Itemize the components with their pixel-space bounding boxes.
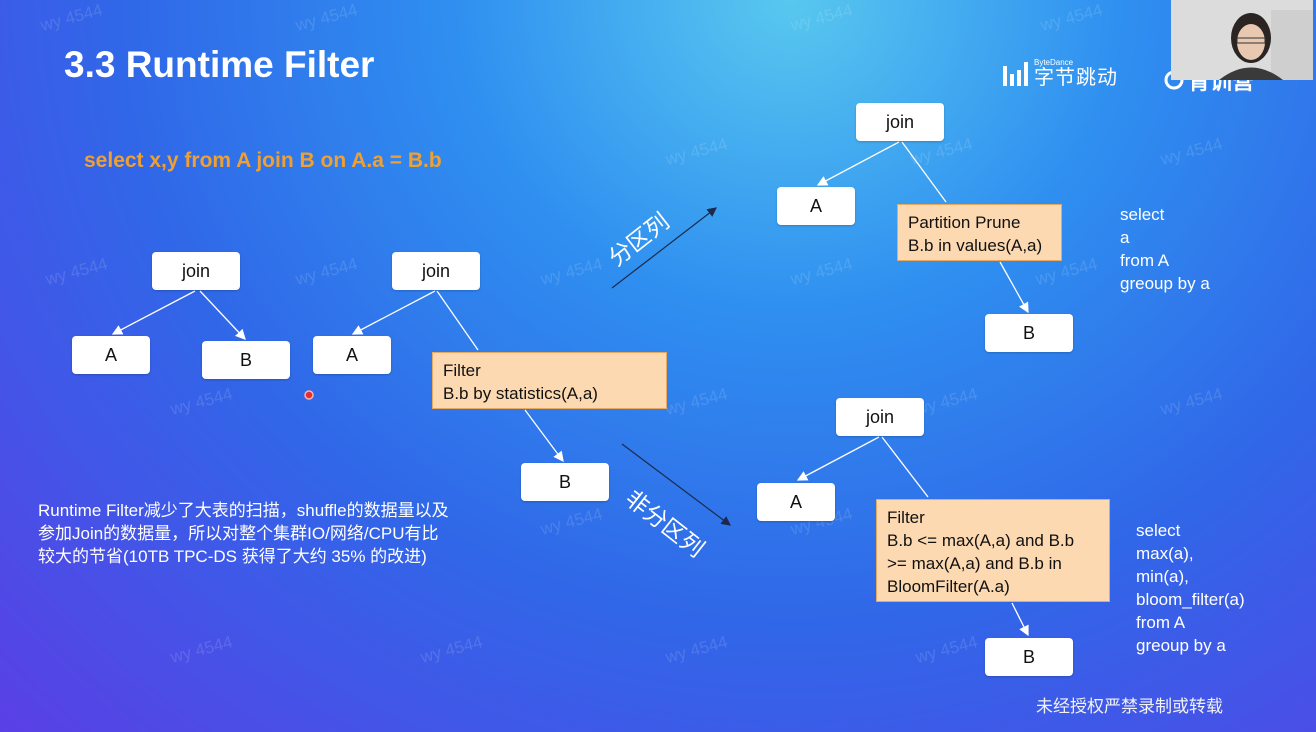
tree4-join-node: join — [836, 398, 924, 436]
tree1-join-node: join — [152, 252, 240, 290]
agg-line: a — [1120, 228, 1130, 247]
tree3-join-node: join — [856, 103, 944, 141]
tree2-right-node: B — [521, 463, 609, 501]
sql-query: select x,y from A join B on A.a = B.b — [84, 149, 442, 172]
agg-line: max(a), — [1136, 544, 1194, 563]
tree4-right-node: B — [985, 638, 1073, 676]
filter-line: >= max(A,a) and B.b in — [887, 554, 1062, 573]
logo-small-text: ByteDance — [1034, 58, 1074, 67]
bytedance-bars-icon — [1003, 61, 1028, 86]
copyright-notice: 未经授权严禁录制或转载 — [1036, 697, 1223, 716]
tree4-filter-box: Filter B.b <= max(A,a) and B.b >= max(A,… — [876, 499, 1110, 602]
bytedance-logo: ByteDance 字节跳动 — [1003, 58, 1118, 89]
tree2-join-node: join — [392, 252, 480, 290]
agg-sql-bottom: select max(a), min(a), bloom_filter(a) f… — [1136, 519, 1245, 657]
filter-line: Partition Prune — [908, 213, 1021, 232]
tree2-filter-box: Filter B.b by statistics(A,a) — [432, 352, 667, 409]
agg-line: min(a), — [1136, 567, 1189, 586]
filter-line: B.b by statistics(A,a) — [443, 384, 598, 403]
tree1-left-node: A — [72, 336, 150, 374]
agg-line: from A — [1120, 251, 1170, 270]
tree4-left-node: A — [757, 483, 835, 521]
filter-line: Filter — [443, 361, 481, 380]
agg-sql-top: select a from A greoup by a — [1120, 203, 1210, 295]
agg-line: greoup by a — [1120, 274, 1210, 293]
webcam-overlay — [1171, 0, 1313, 80]
filter-line: BloomFilter(A.a) — [887, 577, 1010, 596]
agg-line: select — [1136, 521, 1181, 540]
logo-big-text: 字节跳动 — [1034, 67, 1118, 89]
tree2-left-node: A — [313, 336, 391, 374]
slide-title: 3.3 Runtime Filter — [64, 44, 375, 85]
description-note: Runtime Filter减少了大表的扫描，shuffle的数据量以及 参加J… — [38, 499, 508, 568]
agg-line: from A — [1136, 613, 1186, 632]
note-line: 参加Join的数据量，所以对整个集群IO/网络/CPU有比 — [38, 524, 439, 543]
tree3-partition-prune-box: Partition Prune B.b in values(A,a) — [897, 204, 1062, 261]
presenter-avatar-icon — [1171, 0, 1313, 80]
filter-line: B.b in values(A,a) — [908, 236, 1043, 255]
filter-line: Filter — [887, 508, 925, 527]
filter-line: B.b <= max(A,a) and B.b — [887, 531, 1075, 550]
tree1-right-node: B — [202, 341, 290, 379]
tree3-right-node: B — [985, 314, 1073, 352]
agg-line: select — [1120, 205, 1165, 224]
agg-line: greoup by a — [1136, 636, 1226, 655]
note-line: 较大的节省(10TB TPC-DS 获得了大约 35% 的改进) — [38, 547, 427, 566]
tree3-left-node: A — [777, 187, 855, 225]
agg-line: bloom_filter(a) — [1136, 590, 1245, 609]
laser-pointer-dot — [304, 390, 314, 400]
note-line: Runtime Filter减少了大表的扫描，shuffle的数据量以及 — [38, 501, 449, 520]
